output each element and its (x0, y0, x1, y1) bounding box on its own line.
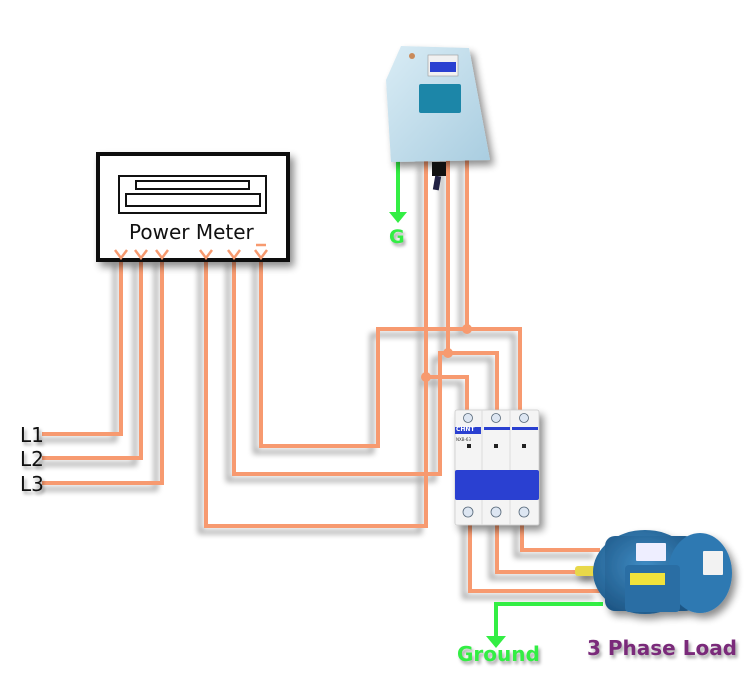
wire-breaker-motor-2 (495, 522, 598, 574)
terminal-marker (134, 249, 148, 261)
motor (575, 530, 732, 614)
ground-wire-group (396, 160, 603, 640)
line-label-l1: L1 (20, 423, 44, 447)
circuit-breaker (454, 409, 540, 526)
terminal-marker (199, 249, 213, 261)
wire-group (42, 160, 600, 593)
ct-cable-gland (432, 162, 446, 191)
breaker-model: NXB-63 (456, 437, 472, 442)
wire-meter-t6 (259, 258, 522, 448)
wire-breaker-motor-3 (468, 522, 600, 593)
terminal-marker (155, 249, 169, 261)
wire-meter-t5 (232, 258, 499, 476)
ct-ground-label: G (389, 226, 405, 248)
ct-box (386, 46, 490, 162)
ground-wire-motor (494, 602, 603, 640)
meter-terminals (114, 243, 268, 261)
line-label-l2: L2 (20, 447, 44, 471)
wire-breaker-motor-1 (520, 522, 600, 552)
terminal-marker (114, 249, 128, 261)
line-label-l3: L3 (20, 472, 44, 496)
ground-arrow-ct-icon (389, 212, 407, 223)
ground-label: Ground (457, 642, 540, 666)
terminal-marker (227, 249, 241, 261)
junction-dot (462, 324, 472, 334)
wire-ct-1 (426, 375, 469, 412)
wire-l1 (42, 258, 123, 436)
load-label: 3 Phase Load (587, 636, 737, 660)
wire-l3 (42, 258, 164, 485)
terminal-marker (254, 249, 268, 261)
junction-dot (421, 372, 431, 382)
breaker-brand: CHNT (456, 426, 475, 433)
wire-meter-t4 (204, 160, 428, 528)
junction-group (421, 324, 472, 382)
ground-arrow-motor-icon (486, 636, 506, 648)
power-meter-label: Power Meter (129, 220, 254, 244)
meter-display (118, 175, 267, 214)
wire-l2 (42, 258, 143, 460)
junction-dot (443, 348, 453, 358)
